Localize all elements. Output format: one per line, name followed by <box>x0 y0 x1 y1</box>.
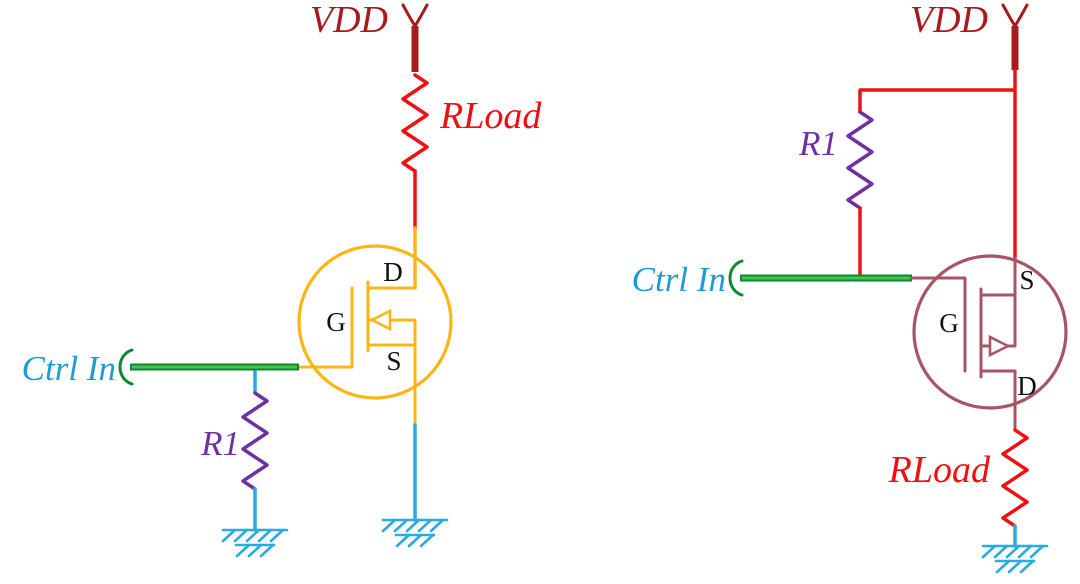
right-ground-symbol <box>981 544 1049 574</box>
right-vdd-terminal-icon <box>1001 3 1029 28</box>
right-circuit-high-side-switch: VDD R1 Ctrl In S G D RLoad <box>632 0 1068 574</box>
left-nmos-source-pin-label: S <box>386 346 401 376</box>
left-rload-label: RLoad <box>439 95 542 137</box>
right-vdd-label: VDD <box>910 0 988 41</box>
right-r1-label: R1 <box>798 124 838 163</box>
left-circuit-low-side-switch: VDD RLoad D G S Ctrl In R1 <box>22 0 542 558</box>
right-pmos-symbol: S G D <box>910 254 1068 432</box>
right-pmos-arrow-icon <box>988 334 1011 358</box>
left-nmos-stubs <box>366 286 417 347</box>
left-r1-label: R1 <box>200 424 240 463</box>
right-input-connector-icon <box>728 259 744 297</box>
left-nmos-drain-pin-label: D <box>383 257 403 287</box>
right-pmos-source-pin-label: S <box>1019 265 1034 295</box>
right-pmos-gate-pin-label: G <box>939 308 959 338</box>
left-input-connector-icon <box>118 348 134 386</box>
right-pmos-stubs <box>979 293 1017 373</box>
left-nmos-gate-lead <box>298 286 354 369</box>
left-vdd-label: VDD <box>310 0 388 41</box>
left-rload-resistor <box>401 73 429 173</box>
right-pmos-drain-pin-label: D <box>1017 371 1037 401</box>
right-supply-wires <box>858 68 1017 260</box>
left-ctrl-in-label: Ctrl In <box>22 349 116 388</box>
right-rload-resistor <box>1001 428 1029 528</box>
left-nmos-gate-pin-label: G <box>326 307 346 337</box>
right-pmos-body-circle <box>912 254 1068 410</box>
left-r1-ground-symbol <box>221 528 289 558</box>
right-r1-resistor <box>846 110 874 210</box>
left-nmos-symbol: D G S <box>297 244 453 427</box>
right-pmos-gate-lead <box>910 276 967 373</box>
left-source-ground-symbol <box>381 518 449 548</box>
left-nmos-body-circle <box>297 244 453 400</box>
right-ctrl-in-label: Ctrl In <box>632 260 726 299</box>
right-rload-label: RLoad <box>888 449 991 491</box>
left-r1-resistor <box>241 391 269 491</box>
left-nmos-arrow-icon <box>369 308 392 332</box>
left-vdd-terminal-icon <box>401 3 429 28</box>
